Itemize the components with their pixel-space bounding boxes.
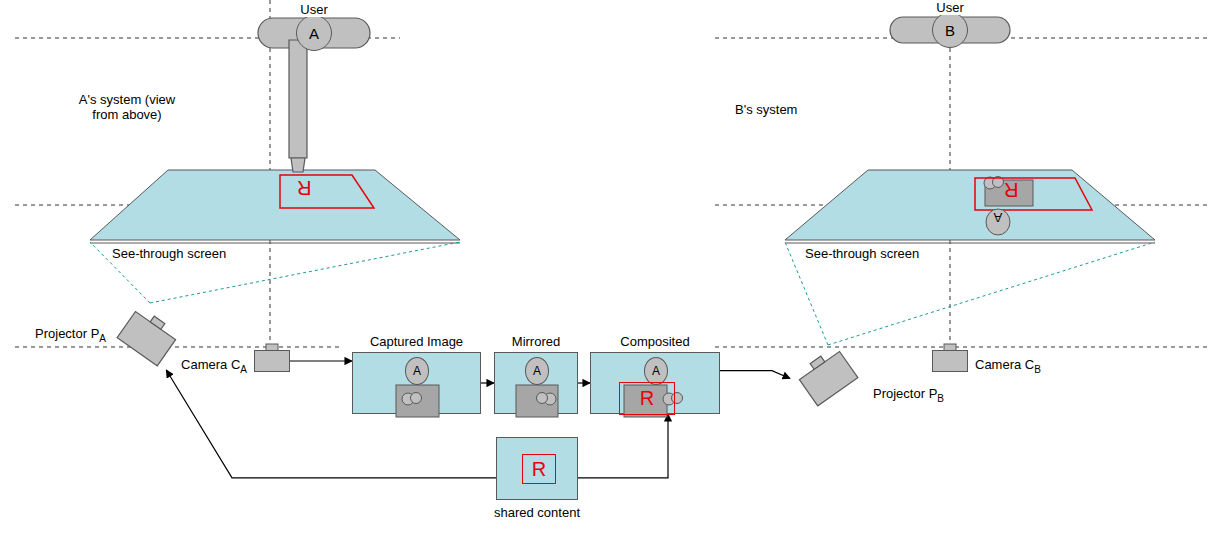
device-label: Camera CA [181, 357, 247, 375]
camera: Camera CA [254, 350, 290, 372]
projector-body [790, 340, 865, 410]
note-label: A's system (view from above) [68, 92, 186, 122]
camera: Camera CB [932, 350, 968, 372]
node-text: A [413, 364, 421, 378]
flow-arrow [720, 371, 790, 379]
label-subscript: A [240, 364, 247, 375]
projector-body [110, 300, 185, 370]
note-label: See-through screen [805, 246, 919, 261]
node-text: A [309, 25, 319, 42]
label-subscript: B [1034, 364, 1041, 375]
label-text: Projector P [35, 326, 99, 341]
projector: Projector PB [790, 340, 865, 410]
node-text: B [945, 22, 955, 39]
note-label: See-through screen [112, 246, 226, 261]
flow-arrow [290, 360, 352, 361]
guide-lines [15, 0, 1210, 350]
screen [90, 170, 460, 240]
content-frame [280, 175, 374, 208]
user-image: A [644, 357, 668, 385]
box-heading: Captured Image [370, 334, 463, 349]
image-box: MirroredA [494, 352, 578, 414]
node-text: A [533, 364, 541, 378]
user-image: A [525, 357, 549, 385]
flow-arrow [578, 414, 668, 478]
note-label: User [284, 2, 344, 17]
image-box: CompositedAR [590, 352, 720, 414]
note-label: A [986, 210, 1010, 225]
device-label: Camera CB [975, 357, 1041, 375]
projector: Projector PA [110, 300, 185, 370]
node-text: R [532, 458, 546, 481]
node-text: A [652, 364, 660, 378]
screen-edge [90, 243, 460, 244]
flow-arrow [578, 382, 590, 383]
image-box: Captured ImageA [352, 352, 481, 414]
content-frame: R [522, 454, 556, 484]
user-head: B [932, 12, 968, 48]
label-subscript: B [937, 393, 944, 404]
box-heading: shared content [494, 505, 580, 520]
user-arm [289, 40, 307, 158]
content-letter: R [1004, 179, 1018, 201]
screen [785, 170, 1155, 240]
node-text: R [640, 387, 654, 410]
label-text: Camera C [975, 357, 1034, 372]
device-label: Projector PB [873, 386, 944, 404]
content-frame: R [619, 382, 675, 415]
user-image: A [405, 357, 429, 385]
screen-edge [785, 243, 1155, 244]
content-letter: R [297, 177, 311, 199]
label-text: Camera C [181, 357, 240, 372]
label-text: Projector P [873, 386, 937, 401]
label-subscript: A [99, 333, 106, 344]
device-label: Projector PA [35, 326, 106, 344]
image-box: shared contentR [496, 437, 578, 500]
content-frame [975, 178, 1092, 210]
projection-lines [90, 242, 1155, 345]
flow-arrow [481, 382, 494, 383]
pen [291, 158, 305, 172]
note-label: B's system [735, 102, 797, 117]
remote-user-image [986, 209, 1010, 235]
user-head: A [296, 15, 332, 51]
box-heading: Composited [620, 334, 689, 349]
box-heading: Mirrored [512, 334, 560, 349]
note-label: User [920, 0, 980, 15]
